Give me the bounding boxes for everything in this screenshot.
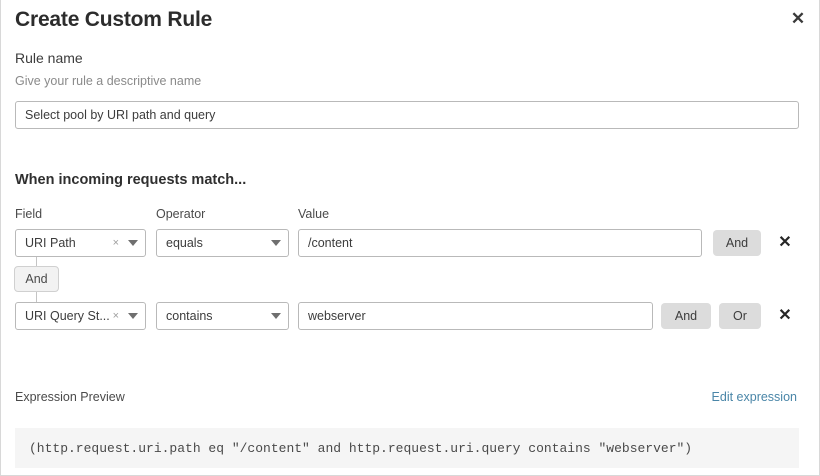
operator-select-value: equals — [166, 236, 203, 250]
match-section-heading: When incoming requests match... — [15, 172, 247, 188]
connector-line-top — [36, 257, 37, 266]
and-button[interactable]: And — [661, 303, 711, 329]
column-header-value: Value — [298, 207, 330, 221]
field-select-value: URI Query St... — [25, 309, 110, 323]
edit-expression-link[interactable]: Edit expression — [711, 390, 797, 404]
chevron-down-icon — [271, 313, 281, 319]
chevron-down-icon — [271, 240, 281, 246]
condition-connector: And — [1, 257, 161, 305]
operator-select[interactable]: equals — [156, 229, 289, 257]
value-input[interactable] — [298, 302, 653, 330]
connector-line-bottom — [36, 292, 37, 302]
clear-icon[interactable]: × — [112, 309, 119, 322]
clear-icon[interactable]: × — [112, 236, 119, 249]
rule-name-label: Rule name — [15, 50, 83, 66]
field-select[interactable]: URI Query St... × — [15, 302, 146, 330]
expression-preview-box: (http.request.uri.path eq "/content" and… — [15, 428, 799, 468]
expression-preview-label: Expression Preview — [15, 390, 125, 404]
value-input[interactable] — [298, 229, 702, 257]
delete-condition-icon[interactable]: ✕ — [774, 302, 796, 330]
field-select[interactable]: URI Path × — [15, 229, 146, 257]
operator-select-value: contains — [166, 309, 213, 323]
condition-row: URI Query St... × contains And Or ✕ — [1, 302, 819, 330]
expression-code: (http.request.uri.path eq "/content" and… — [29, 440, 693, 456]
column-header-operator: Operator — [156, 207, 206, 221]
chevron-down-icon — [128, 313, 138, 319]
rule-name-help-text: Give your rule a descriptive name — [15, 74, 202, 88]
delete-condition-icon[interactable]: ✕ — [774, 229, 796, 257]
or-button[interactable]: Or — [719, 303, 761, 329]
column-header-field: Field — [15, 207, 43, 221]
close-icon[interactable]: ✕ — [786, 6, 810, 30]
and-button[interactable]: And — [713, 230, 761, 256]
field-select-value: URI Path — [25, 236, 76, 250]
connector-and-badge[interactable]: And — [14, 266, 59, 292]
condition-row: URI Path × equals And ✕ — [1, 229, 819, 257]
operator-select[interactable]: contains — [156, 302, 289, 330]
rule-name-input[interactable] — [15, 101, 799, 129]
dialog-title: Create Custom Rule — [15, 8, 213, 31]
chevron-down-icon — [128, 240, 138, 246]
